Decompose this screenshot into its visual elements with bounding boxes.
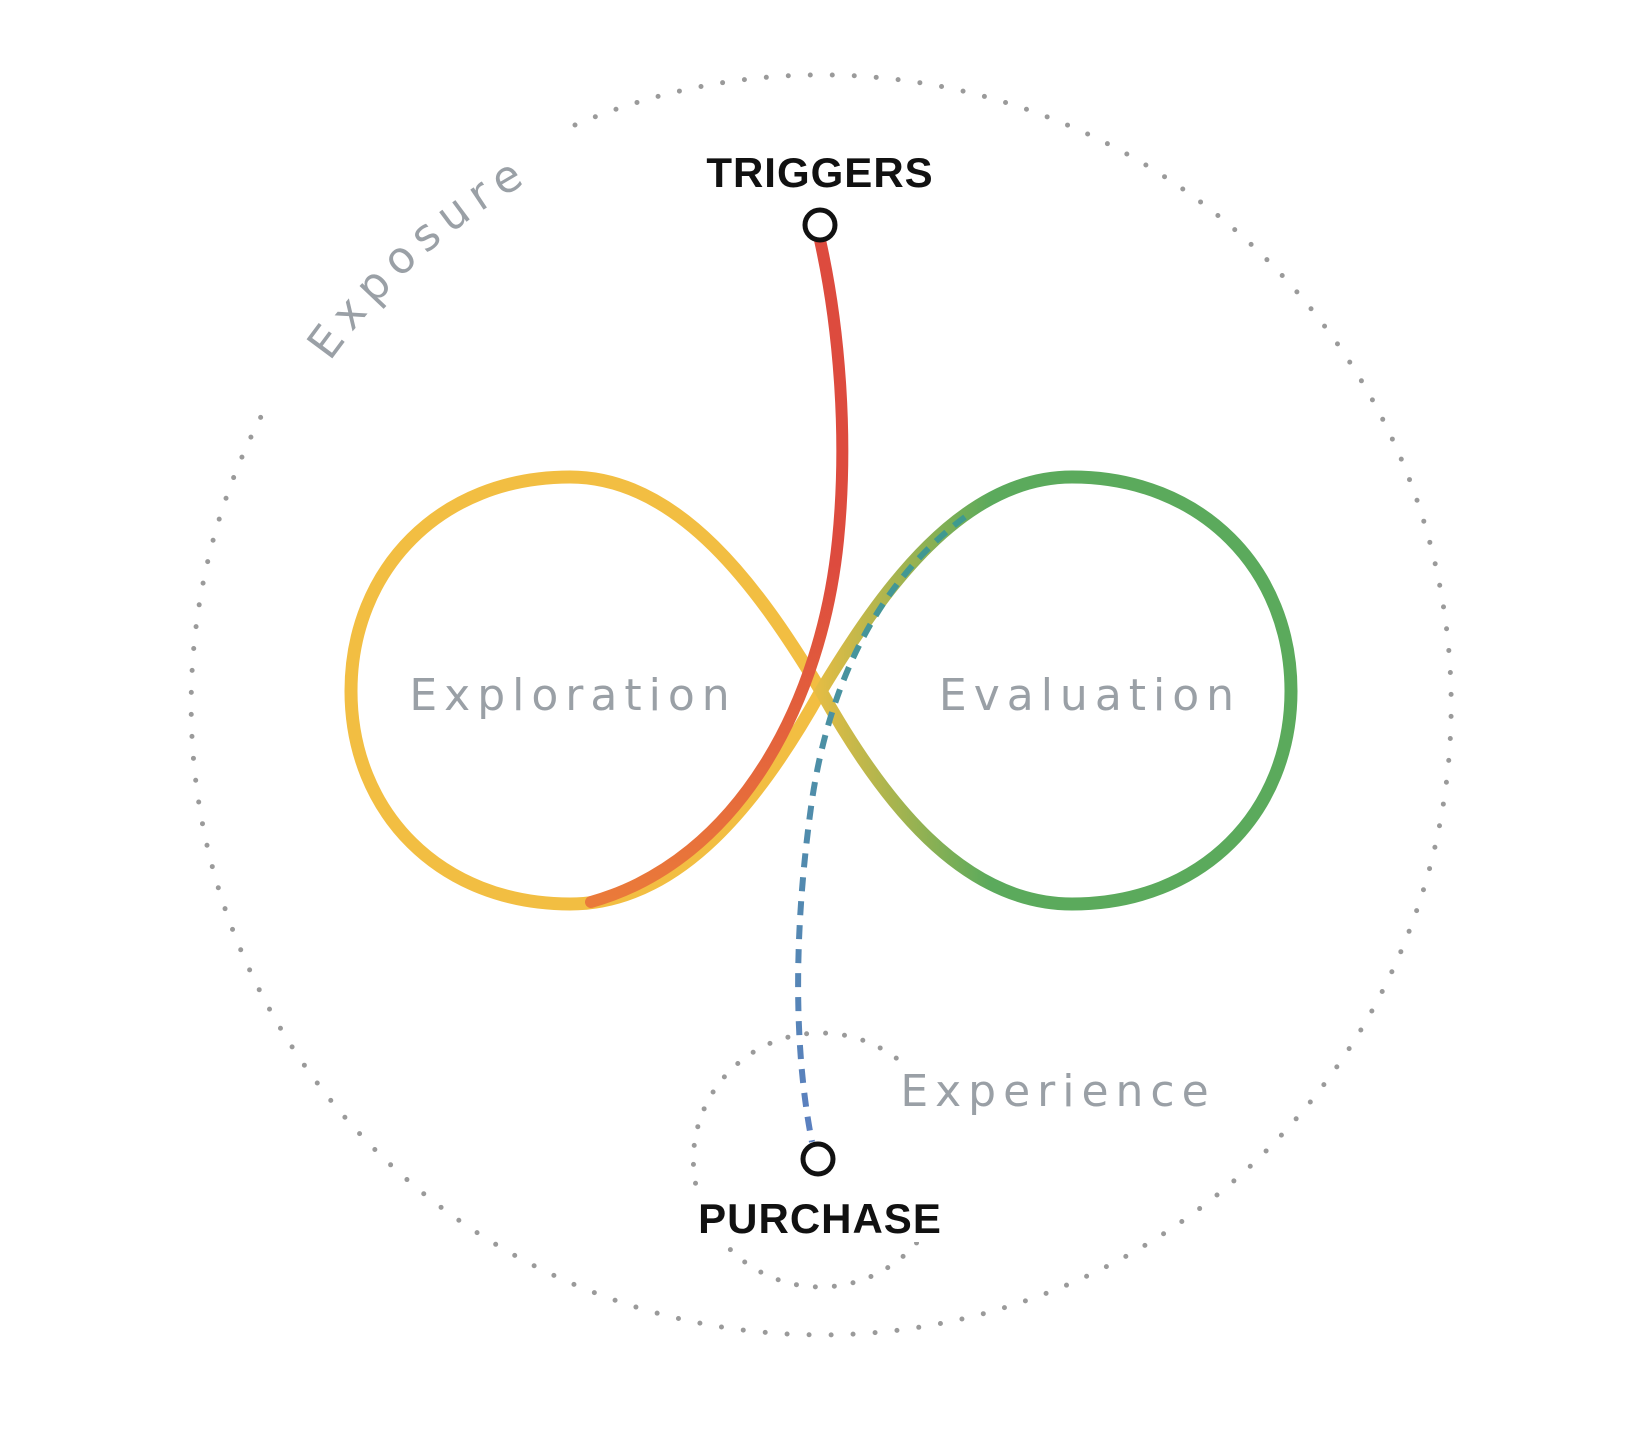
triggers-node [802, 207, 838, 243]
exploration-label: Exploration [409, 670, 736, 721]
exploration-loop [344, 470, 829, 911]
exposure-dotted-circle [188, 72, 1454, 1338]
exposure-label: Exposure [298, 145, 539, 369]
triggers-label: TRIGGERS [706, 149, 933, 196]
purchase-label-backdrop [690, 1186, 952, 1242]
evaluation-loop [813, 470, 1298, 911]
experience-label: Experience [900, 1066, 1215, 1117]
exposure-label-path: Exposure [298, 145, 530, 369]
purchase-node [800, 1141, 836, 1177]
evaluation-label: Evaluation [939, 670, 1241, 721]
purchase-path [795, 514, 967, 1143]
trigger-path [585, 234, 849, 908]
purchase-label: PURCHASE [698, 1195, 942, 1242]
